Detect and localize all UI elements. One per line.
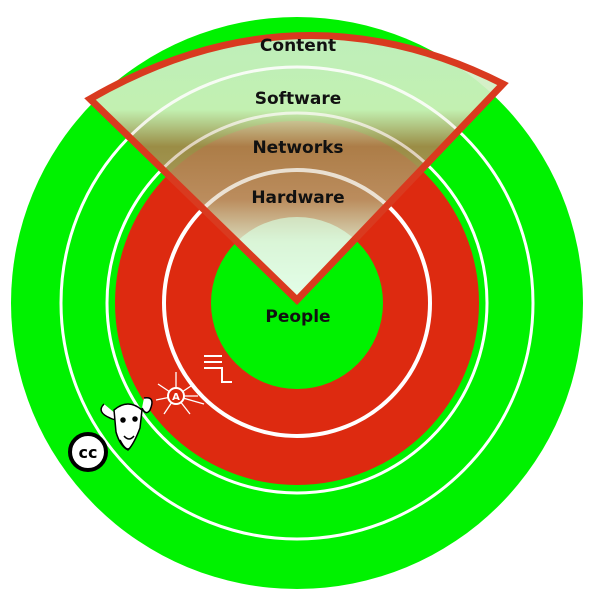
creative-commons-icon: cc (68, 432, 108, 472)
layer-label-people: People (265, 307, 330, 327)
gnu-head-icon (100, 397, 153, 451)
layer-label-networks: Networks (252, 138, 343, 158)
net-neutrality-icon (204, 355, 232, 383)
open-hardware-icon: A (155, 372, 205, 415)
svg-text:cc: cc (79, 443, 98, 462)
layer-label-hardware: Hardware (251, 188, 344, 208)
layer-label-content: Content (260, 36, 336, 56)
svg-text:A: A (172, 392, 180, 403)
layer-label-software: Software (255, 89, 342, 109)
